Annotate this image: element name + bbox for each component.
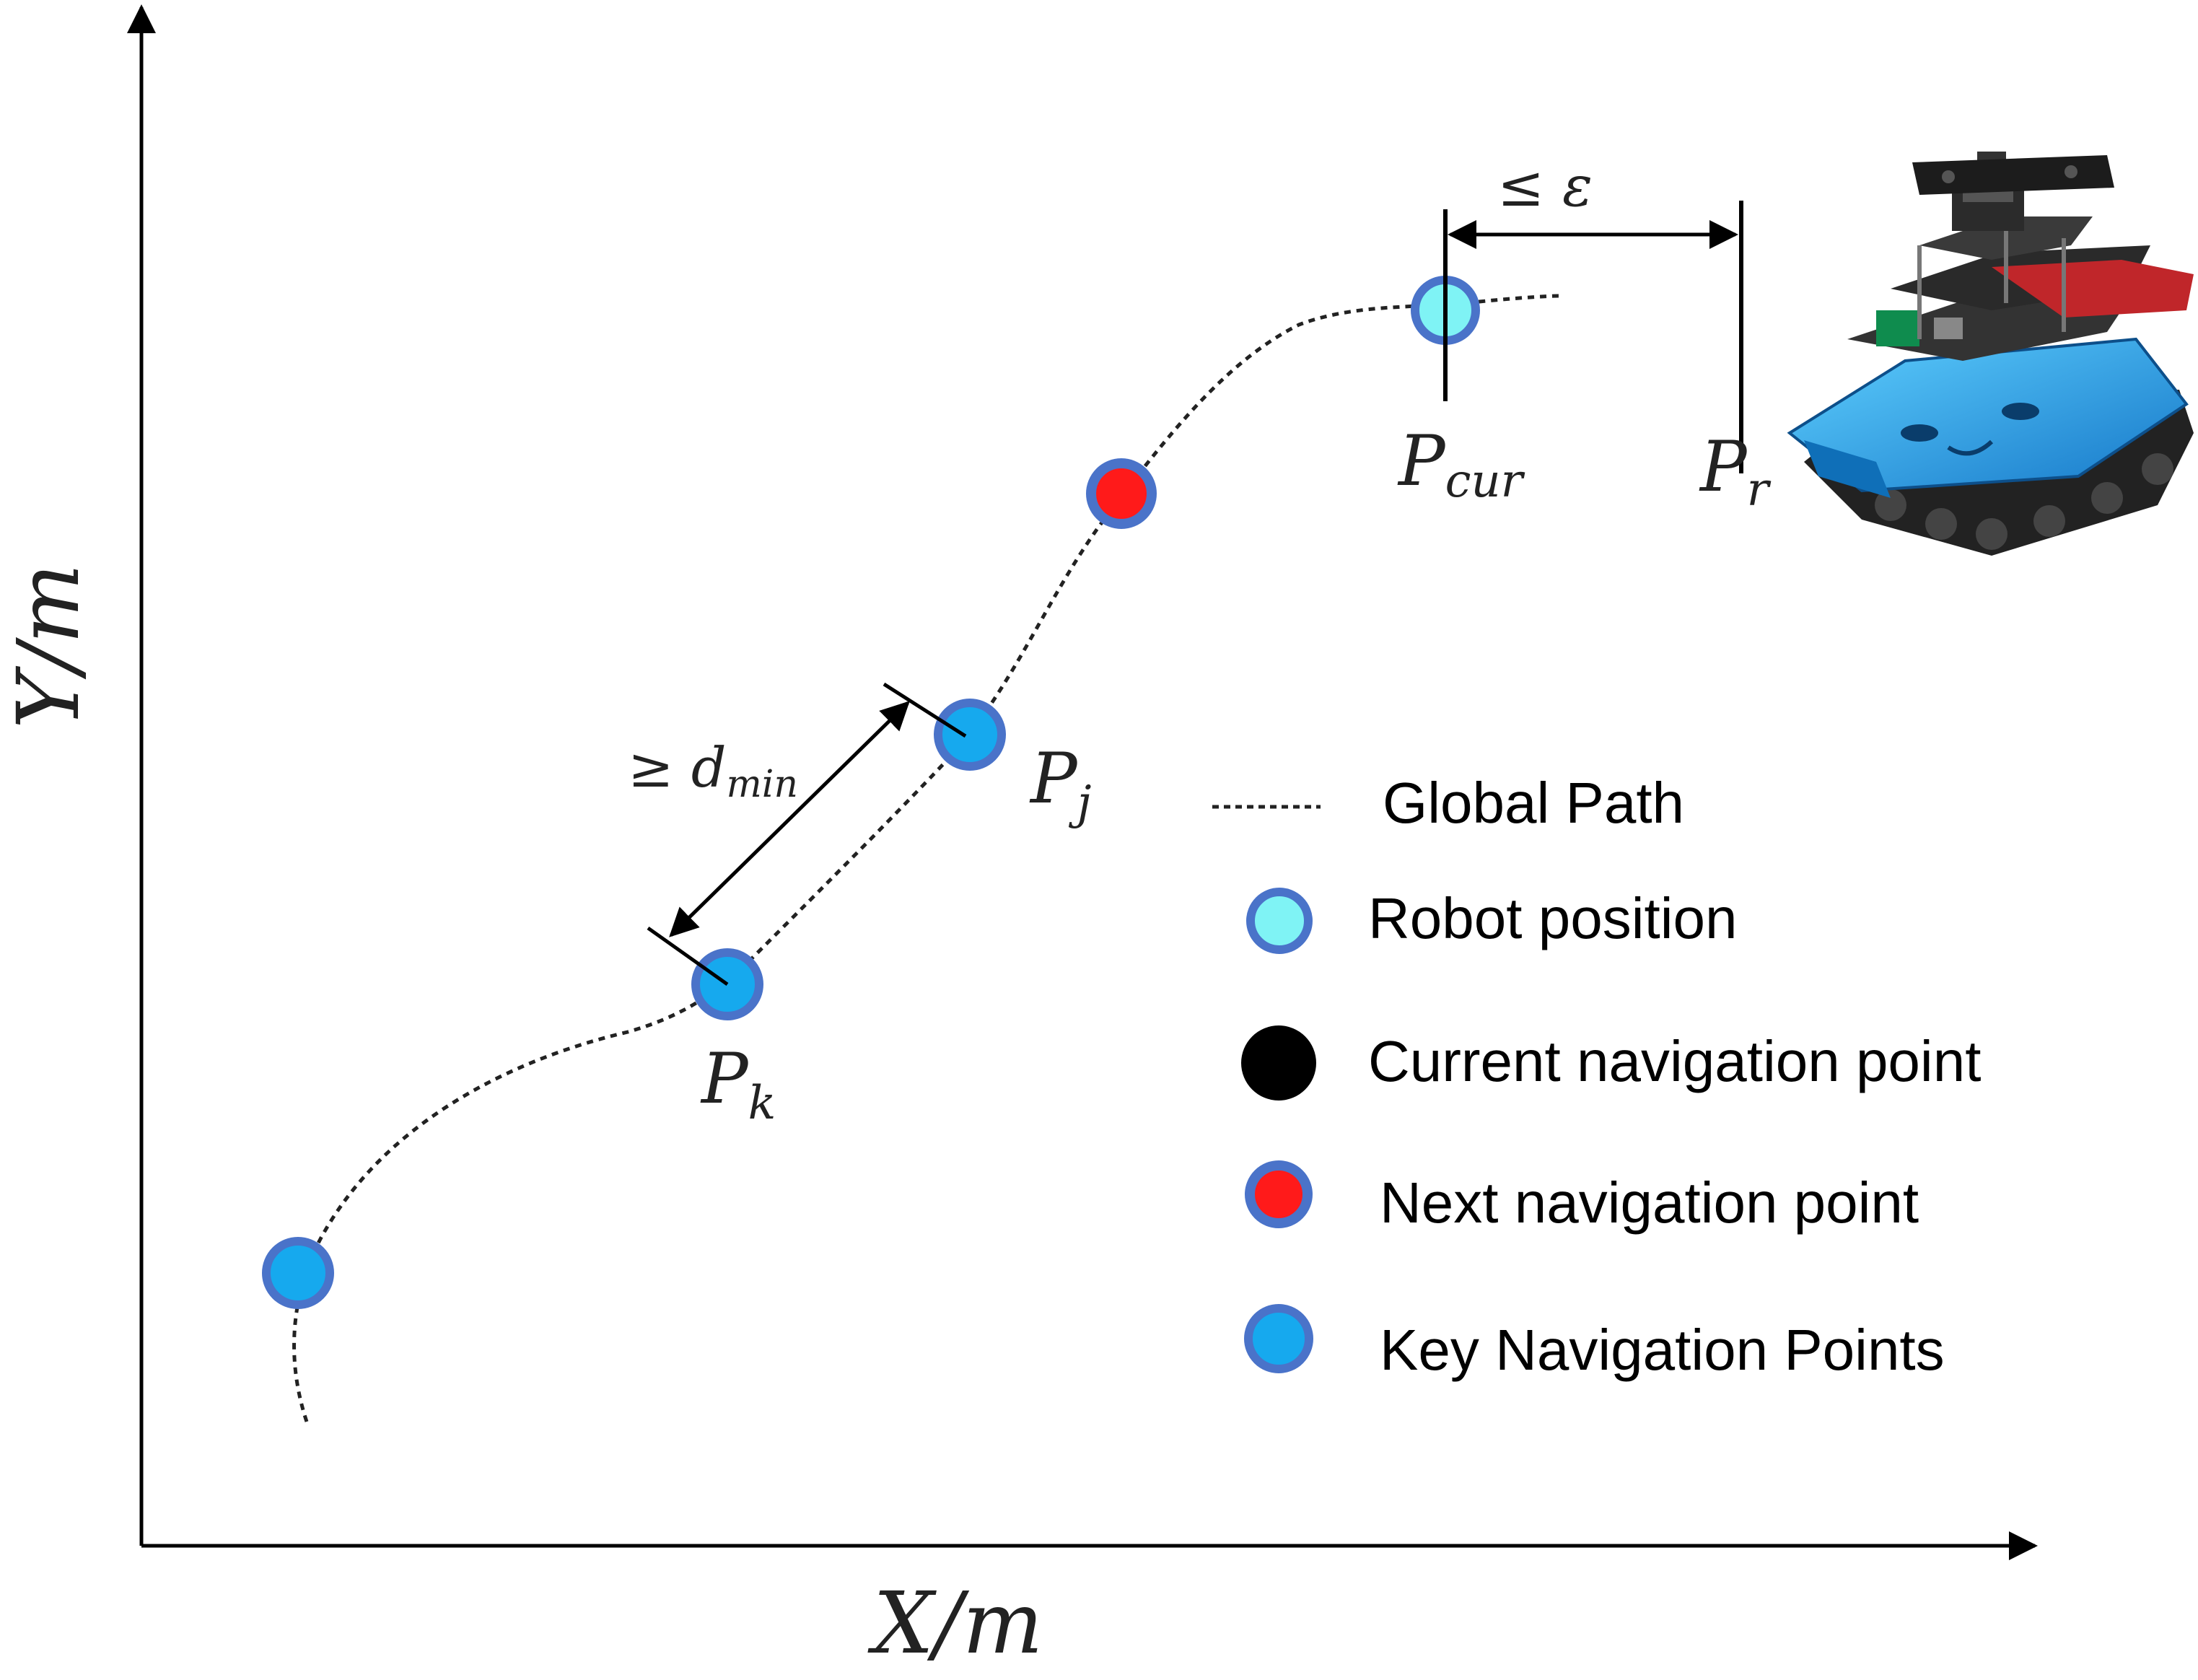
pr-label: Pr [1699,426,1772,517]
legend-item-robot-position: Robot position [1246,886,1737,954]
legend-item-current-navigation-point: Current navigation point [1241,1025,1981,1101]
legend-label-robot-position: Robot position [1368,886,1737,950]
pj-label: Pj [1029,738,1091,830]
robot-image [1787,152,2194,556]
axes [127,4,2038,1560]
legend-item-key-navigation-points: Key Navigation Points [1244,1304,1945,1382]
dmin-dimension: ≥ dmin [628,682,967,986]
legend: Global Path Robot position Current navig… [1212,771,1981,1382]
epsilon-dimension: ≤ ε [1443,154,1743,473]
key-navigation-point-start [262,1237,334,1309]
legend-label-key-navigation-points: Key Navigation Points [1380,1318,1945,1382]
legend-item-next-navigation-point: Next navigation point [1245,1160,1919,1235]
legend-label-global-path: Global Path [1383,771,1684,835]
dmin-label: ≥ dmin [628,735,798,806]
epsilon-label: ≤ ε [1497,154,1593,219]
key-navigation-point-pj [934,699,1006,771]
legend-label-current-navigation-point: Current navigation point [1368,1029,1981,1093]
legend-item-global-path: Global Path [1212,771,1684,835]
y-axis-label: Y/m [0,563,98,729]
pcur-label: Pcur [1397,421,1525,508]
legend-label-next-navigation-point: Next navigation point [1380,1171,1919,1235]
x-axis-label: X/m [867,1573,1043,1673]
pk-label: Pk [700,1038,776,1130]
global-path [292,294,1559,1422]
next-navigation-point [1086,458,1157,529]
